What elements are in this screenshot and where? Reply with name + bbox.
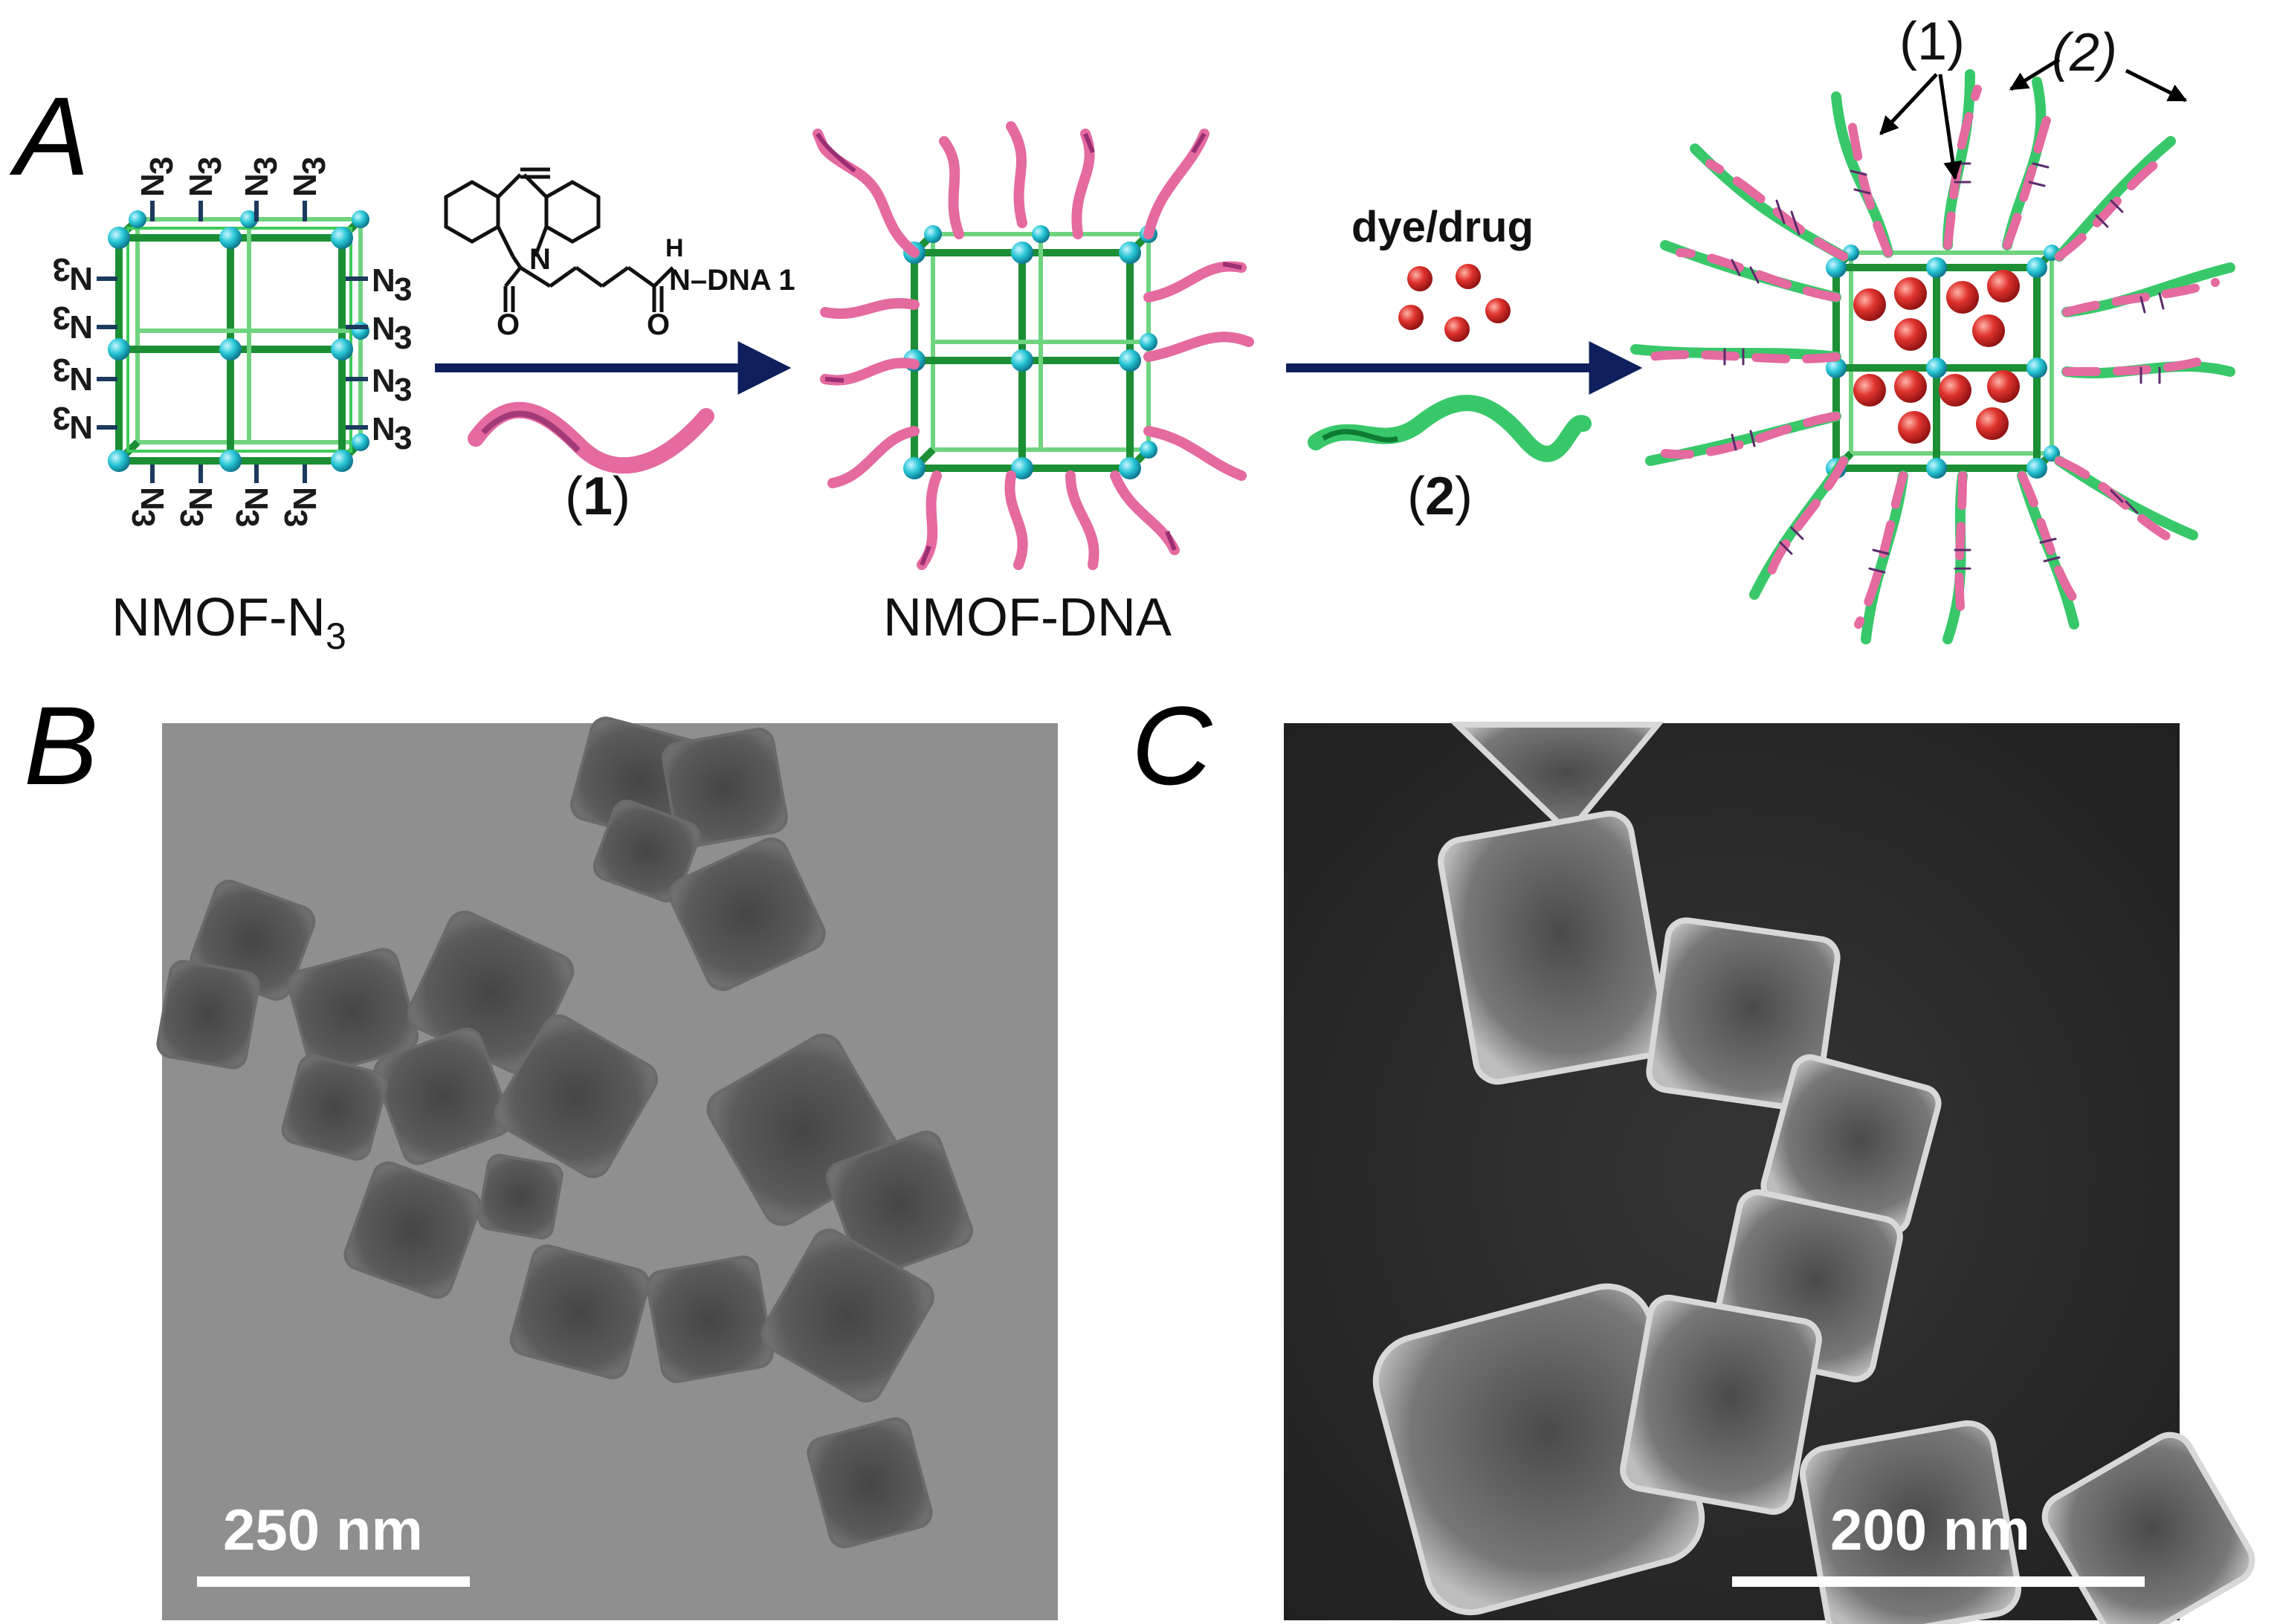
azide-sub: 3: [125, 509, 161, 527]
dna1-strand-accents: [815, 132, 1242, 566]
azide-sub: 3: [394, 271, 412, 308]
reagent-o-atom: O: [497, 308, 520, 341]
azide-label: N: [372, 262, 395, 299]
azide-sub: 3: [53, 300, 71, 336]
azide-label: N: [134, 487, 170, 511]
sem-scale-label: 200 nm: [1830, 1497, 2030, 1562]
dna2-strand-icon: [1308, 395, 1592, 462]
azide-label: N: [69, 360, 93, 397]
dna-duplexes: [1630, 69, 2235, 644]
reagent-h-atom: H: [665, 234, 684, 262]
azide-sub: 3: [143, 157, 180, 175]
loaded-nmof-cube: [1826, 245, 2060, 479]
loaded-cargo-spheres: [1853, 270, 2020, 444]
panel-a-letter: A: [9, 74, 89, 198]
azide-sub: 3: [296, 157, 332, 175]
nmof-n3-cube: [108, 210, 369, 472]
azide-label: N: [238, 487, 274, 511]
callout-arrows: [1879, 57, 2188, 181]
azide-label: N: [372, 363, 395, 399]
nmof-dna-label: NMOF-DNA: [883, 588, 1172, 647]
tem-scale-label: 250 nm: [223, 1497, 423, 1562]
dna1-strand-icon: [468, 401, 714, 474]
azide-sub: 3: [394, 372, 412, 408]
reagent-dna-label: N–DNA 1: [669, 264, 795, 297]
azide-label: N: [69, 409, 93, 445]
cargo-spheres-icon: [1398, 264, 1511, 342]
azide-label: N: [372, 311, 395, 347]
dna1-strands: [813, 121, 1254, 570]
azide-label: N: [69, 260, 93, 297]
panel-c-letter: C: [1131, 683, 1213, 808]
reagent-o-atom: O: [647, 308, 670, 341]
azide-sub: 3: [53, 251, 71, 288]
azide-label: N: [182, 487, 219, 511]
azide-sub: 3: [394, 320, 412, 356]
nmof-dna-cube: [903, 225, 1157, 479]
dbco-reagent-structure: [444, 167, 674, 312]
azide-label: N: [239, 173, 275, 197]
tem-particles: [156, 716, 973, 1549]
sem-particles: [1372, 722, 2255, 1624]
azide-label: N: [372, 411, 395, 447]
azide-sub: 3: [192, 157, 228, 175]
azide-sub: 3: [248, 157, 284, 175]
azide-label: N: [135, 173, 171, 197]
azide-groups: [97, 201, 368, 483]
panel-c: C 200 nm: [1131, 683, 2255, 1624]
reagent-n-atom: N: [529, 243, 551, 276]
azide-sub: 3: [53, 400, 71, 436]
panel-b: B 250 nm: [24, 683, 1058, 1620]
azide-sub: 3: [229, 509, 265, 527]
nmof-n3-label: NMOF-N3: [112, 588, 346, 657]
panel-a: A: [9, 12, 2235, 657]
azide-sub: 3: [394, 420, 412, 456]
step2-label: (2): [1407, 467, 1473, 526]
azide-label: N: [286, 487, 323, 511]
azide-sub: 3: [173, 509, 210, 527]
azide-labels: N3 N3 N3 N3 N3 N3 N3 N3 N3 N3 N3 N3 N3 N…: [53, 157, 413, 528]
azide-sub: 3: [53, 352, 71, 388]
step1-label: (1): [565, 467, 630, 526]
azide-label: N: [69, 308, 93, 345]
panel-b-letter: B: [24, 683, 98, 808]
callout-strand-2: (2): [2052, 23, 2117, 83]
callout-strand-1: (1): [1899, 12, 1965, 71]
azide-sub: 3: [277, 509, 314, 527]
azide-label: N: [183, 173, 219, 197]
cargo-label: dye/drug: [1351, 203, 1534, 251]
azide-label: N: [287, 173, 323, 197]
